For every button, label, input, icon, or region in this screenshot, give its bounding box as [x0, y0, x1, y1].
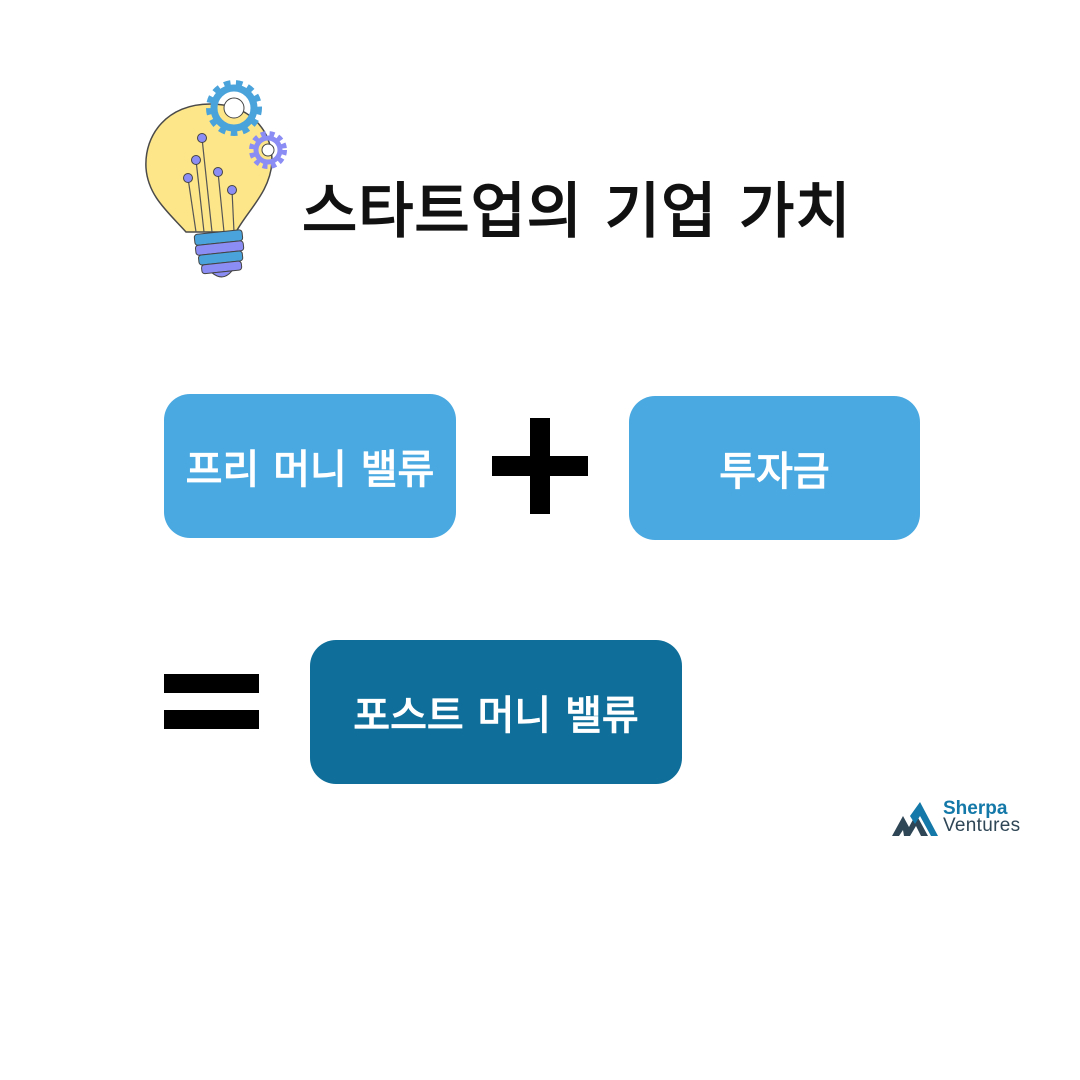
investment-label: 투자금: [719, 449, 830, 495]
pre-money-box: 프리 머니 밸류: [164, 394, 456, 538]
logo-text-ventures: Ventures: [943, 815, 1021, 836]
page-title: 스타트업의 기업 가치: [302, 177, 852, 247]
pre-money-label: 프리 머니 밸류: [185, 447, 435, 493]
investment-box: 투자금: [629, 396, 920, 540]
equals-icon-top: [164, 674, 259, 693]
logo-text-sherpa: Sherpa: [943, 798, 1008, 819]
post-money-box: 포스트 머니 밸류: [310, 640, 682, 784]
post-money-label: 포스트 머니 밸류: [353, 693, 639, 739]
large-gear-icon: [206, 80, 262, 136]
sherpa-ventures-logo: Sherpa Ventures: [892, 798, 1042, 840]
mountain-logo-icon: [892, 802, 938, 836]
lightbulb-gears-icon: [145, 80, 287, 278]
small-gear-icon: [249, 131, 287, 169]
plus-icon-horizontal: [492, 456, 588, 476]
equals-icon-bottom: [164, 710, 259, 729]
lightbulb-icon: [145, 103, 273, 278]
